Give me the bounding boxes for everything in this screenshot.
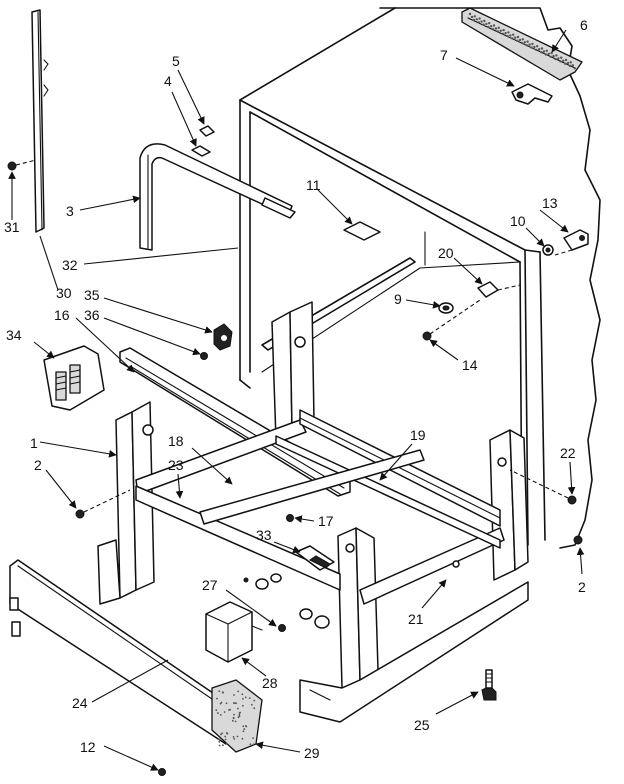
callout-10: 10 bbox=[510, 213, 526, 229]
callout-2-left: 2 bbox=[34, 457, 42, 473]
callout-28: 28 bbox=[262, 675, 278, 691]
callout-11: 11 bbox=[306, 177, 321, 193]
part-6-vent-grille bbox=[461, 7, 583, 81]
callout-32: 32 bbox=[62, 257, 78, 273]
callout-23: 23 bbox=[168, 457, 184, 473]
part-25-leveling-foot bbox=[481, 669, 497, 701]
part-17-screw bbox=[286, 514, 294, 522]
part-27-screw bbox=[278, 624, 286, 632]
callout-22: 22 bbox=[560, 445, 576, 461]
callout-29: 29 bbox=[304, 745, 320, 761]
part-22-screw bbox=[509, 469, 577, 505]
callout-1: 1 bbox=[30, 435, 38, 451]
part-20-spacer bbox=[477, 281, 521, 298]
part-33-switch bbox=[295, 545, 335, 571]
callout-16: 16 bbox=[54, 307, 70, 323]
part-35-switch bbox=[213, 323, 233, 351]
callout-9: 9 bbox=[394, 291, 402, 307]
callout-35: 35 bbox=[84, 287, 100, 303]
callout-27: 27 bbox=[202, 577, 218, 593]
callout-25: 25 bbox=[414, 717, 430, 733]
part-14-screw bbox=[422, 331, 432, 341]
part-28-capacitor-box bbox=[205, 601, 263, 663]
leader-lines bbox=[8, 29, 585, 771]
callout-5: 5 bbox=[172, 53, 180, 69]
part-24-toe-panel bbox=[9, 559, 233, 745]
part-36-screw bbox=[200, 352, 208, 360]
callout-labels: 1 2 2 3 4 5 6 7 9 10 11 12 13 14 16 17 1… bbox=[4, 17, 588, 761]
callout-4: 4 bbox=[164, 73, 172, 89]
callout-2-right: 2 bbox=[578, 579, 586, 595]
callout-14: 14 bbox=[462, 357, 478, 373]
callout-3: 3 bbox=[66, 203, 74, 219]
part-9-grommet bbox=[438, 302, 454, 314]
callout-19: 19 bbox=[410, 427, 426, 443]
part-4-strip bbox=[191, 145, 296, 219]
callout-13: 13 bbox=[542, 195, 558, 211]
callout-7: 7 bbox=[440, 47, 448, 63]
part-34-latch bbox=[43, 345, 105, 411]
part-7-clip bbox=[511, 83, 553, 105]
callout-18: 18 bbox=[168, 433, 184, 449]
part-2-screw-left bbox=[75, 489, 131, 519]
part-13-bracket bbox=[554, 229, 589, 256]
part-10-nut bbox=[542, 244, 554, 256]
callout-21: 21 bbox=[408, 611, 424, 627]
callout-30: 30 bbox=[56, 285, 72, 301]
part-30-side-strip bbox=[31, 9, 49, 233]
part-11-clip bbox=[343, 221, 381, 241]
callout-6: 6 bbox=[580, 17, 588, 33]
callout-12: 12 bbox=[80, 739, 96, 755]
part-5-screw bbox=[199, 125, 215, 137]
callout-33: 33 bbox=[256, 527, 272, 543]
part-16-rail bbox=[119, 347, 351, 497]
part-29-insulation bbox=[211, 679, 263, 753]
part-3-gasket bbox=[139, 143, 293, 251]
part-12-screw bbox=[158, 768, 166, 776]
callout-36: 36 bbox=[84, 307, 100, 323]
part-31-screw bbox=[7, 159, 37, 171]
base-frame bbox=[97, 301, 529, 723]
callout-17: 17 bbox=[318, 513, 334, 529]
callout-24: 24 bbox=[72, 695, 88, 711]
callout-20: 20 bbox=[438, 245, 454, 261]
part-2-screw-right bbox=[573, 535, 583, 545]
callout-34: 34 bbox=[6, 327, 22, 343]
callout-31: 31 bbox=[4, 219, 20, 235]
